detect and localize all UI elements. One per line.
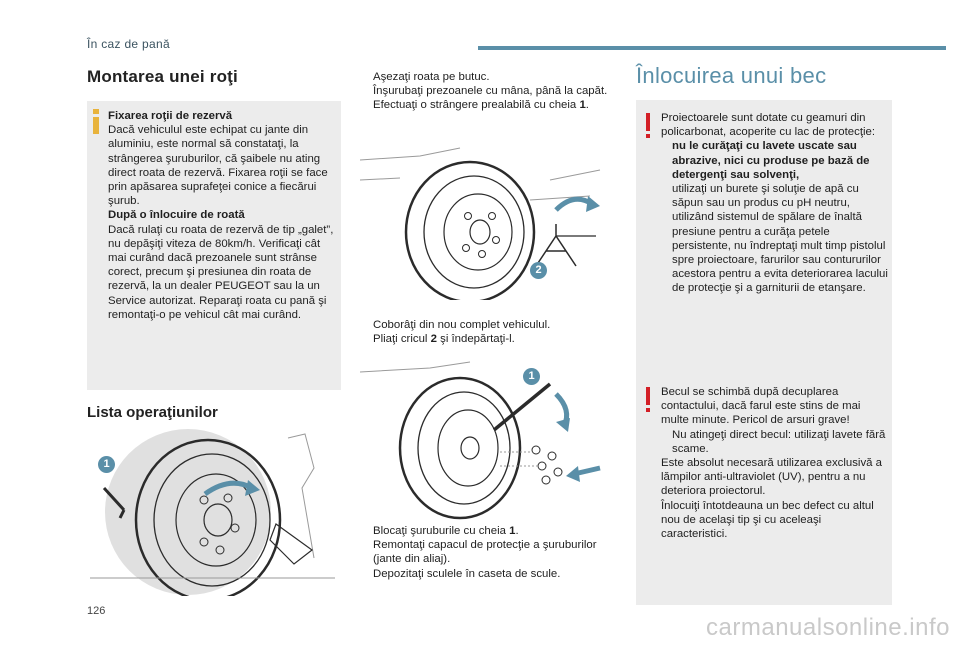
square-bullet-icon: [362, 318, 373, 332]
step-item: Înşurubaţi prezoanele cu mâna, până la c…: [362, 84, 616, 98]
page-title-right: Înlocuirea unui bec: [636, 63, 827, 88]
info-body-spare: Dacă vehiculul este echipat cu jante din…: [108, 124, 328, 208]
warning-text-1: Proiectoarele sunt dotate cu geamuri din…: [661, 112, 889, 295]
step-item: Blocaţi şuruburile cu cheia 1.: [362, 524, 616, 538]
jack-illustration: [360, 147, 601, 300]
wheel-illustration-left: [90, 429, 335, 596]
step-item: Remontaţi capacul de protecţie a şurubur…: [362, 538, 616, 566]
warning-text-2: Becul se schimbă după decuplarea contact…: [661, 385, 889, 541]
steps-group-3: Blocaţi şuruburile cu cheia 1. Remontaţi…: [362, 524, 616, 581]
watermark: carmanualsonline.info: [706, 614, 950, 641]
warning-icon: [645, 113, 651, 139]
steps-group-1: Aşezaţi roata pe butuc. Înşurubaţi prezo…: [362, 70, 616, 113]
figure-callout-1: 1: [98, 456, 115, 473]
info-heading-spare: Fixarea roţii de rezervă: [108, 110, 233, 122]
figure-callout-2: 2: [530, 262, 547, 279]
info-box-text: Fixarea roţii de rezervă Dacă vehiculul …: [108, 109, 336, 322]
square-bullet-icon: [362, 332, 373, 346]
square-bullet-icon: [362, 70, 373, 84]
warning-box: [636, 100, 892, 605]
page-title-left: Montarea unei roţi: [87, 67, 238, 86]
wrench-illustration: [360, 361, 601, 520]
step-item: Aşezaţi roata pe butuc.: [362, 70, 616, 84]
square-bullet-icon: [362, 84, 373, 98]
square-bullet-icon: [362, 538, 373, 566]
warning-bullet: utilizaţi un burete şi soluţie de apă cu…: [661, 182, 889, 210]
square-bullet-icon: [661, 210, 672, 295]
warning-bullet: Nu atingeţi direct becul: utilizaţi lave…: [661, 428, 889, 456]
header-rule: [478, 46, 946, 50]
info-box: [87, 101, 341, 390]
warning-bullet: utilizând sistemul de spălare de înaltă …: [661, 210, 889, 295]
info-body-after: Dacă rulaţi cu roata de rezervă de tip „…: [108, 223, 334, 321]
square-bullet-icon: [362, 524, 373, 538]
steps-group-2: Coborâţi din nou complet vehiculul. Plia…: [362, 318, 616, 346]
step-item: Pliaţi cricul 2 şi îndepărtaţi-l.: [362, 332, 616, 346]
step-item: Coborâţi din nou complet vehiculul.: [362, 318, 616, 332]
page-number: 126: [87, 605, 106, 617]
warning-bullet: nu le curăţaţi cu lavete uscate sau abra…: [661, 139, 889, 182]
square-bullet-icon: [362, 567, 373, 581]
square-bullet-icon: [362, 98, 373, 112]
operations-subtitle: Lista operaţiunilor: [87, 404, 218, 421]
section-label: În caz de pană: [87, 37, 170, 51]
figure-callout-1b: 1: [523, 368, 540, 385]
square-bullet-icon: [661, 139, 672, 182]
step-item: Efectuaţi o strângere prealabilă cu chei…: [362, 98, 616, 112]
square-bullet-icon: [661, 182, 672, 210]
warning-icon: [645, 387, 651, 413]
info-icon: [93, 109, 99, 134]
info-heading-after: După o înlocuire de roată: [108, 209, 245, 222]
step-item: Depozitaţi sculele în caseta de scule.: [362, 567, 616, 581]
square-bullet-icon: [661, 428, 672, 456]
